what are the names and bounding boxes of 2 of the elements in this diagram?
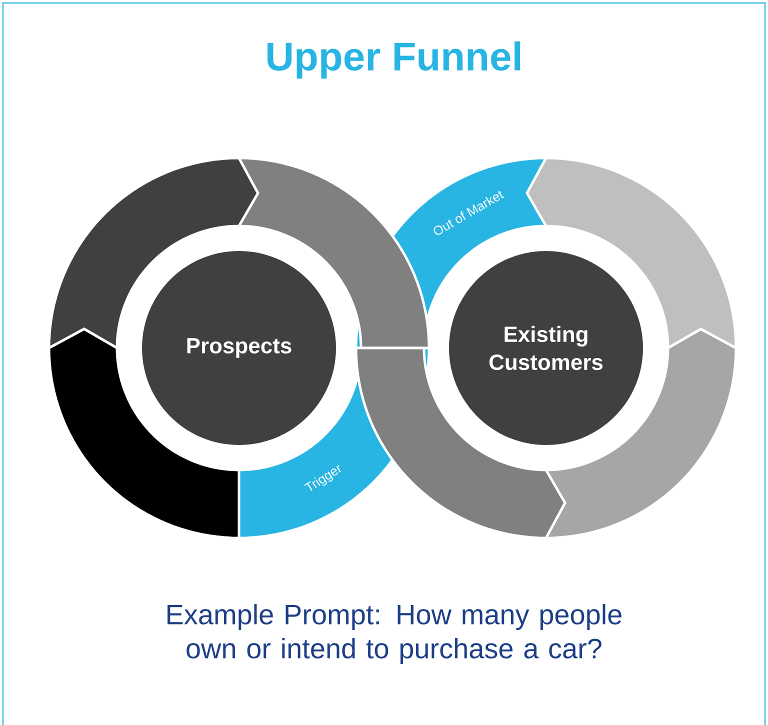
caption: Example Prompt: How many people own or intend to purchase a car? <box>168 604 622 664</box>
title: Upper Funnel <box>268 41 520 79</box>
